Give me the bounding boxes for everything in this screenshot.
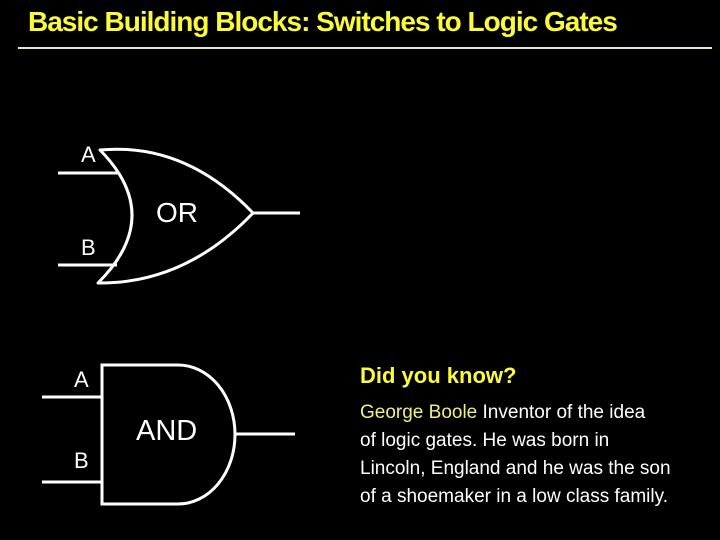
- or-input-b-label: B: [81, 235, 96, 260]
- or-gate-name: OR: [156, 197, 198, 228]
- and-input-b-label: B: [74, 448, 89, 473]
- did-you-know-heading: Did you know?: [360, 363, 517, 388]
- fact-line-3: Lincoln, England and he was the son: [360, 458, 671, 479]
- and-input-a-label: A: [74, 367, 89, 392]
- and-gate-diagram: [42, 363, 295, 506]
- slide-title: Basic Building Blocks: Switches to Logic…: [28, 6, 618, 37]
- fact-line-2: of logic gates. He was born in: [360, 430, 610, 451]
- fact-line-1: George Boole Inventor of the idea: [360, 399, 720, 427]
- and-gate-name: AND: [136, 415, 198, 447]
- or-input-a-label: A: [81, 142, 96, 167]
- or-gate-shape: [96, 147, 255, 285]
- or-gate-diagram: [58, 147, 300, 285]
- fact-line-1-rest: Inventor of the idea: [482, 402, 646, 423]
- and-gate-shape: [100, 363, 237, 506]
- did-you-know-text: George Boole Inventor of the idea of log…: [360, 399, 720, 511]
- george-boole-highlight: George Boole: [360, 402, 483, 423]
- fact-line-4: of a shoemaker in a low class family.: [360, 486, 668, 507]
- title-underline: [18, 47, 712, 49]
